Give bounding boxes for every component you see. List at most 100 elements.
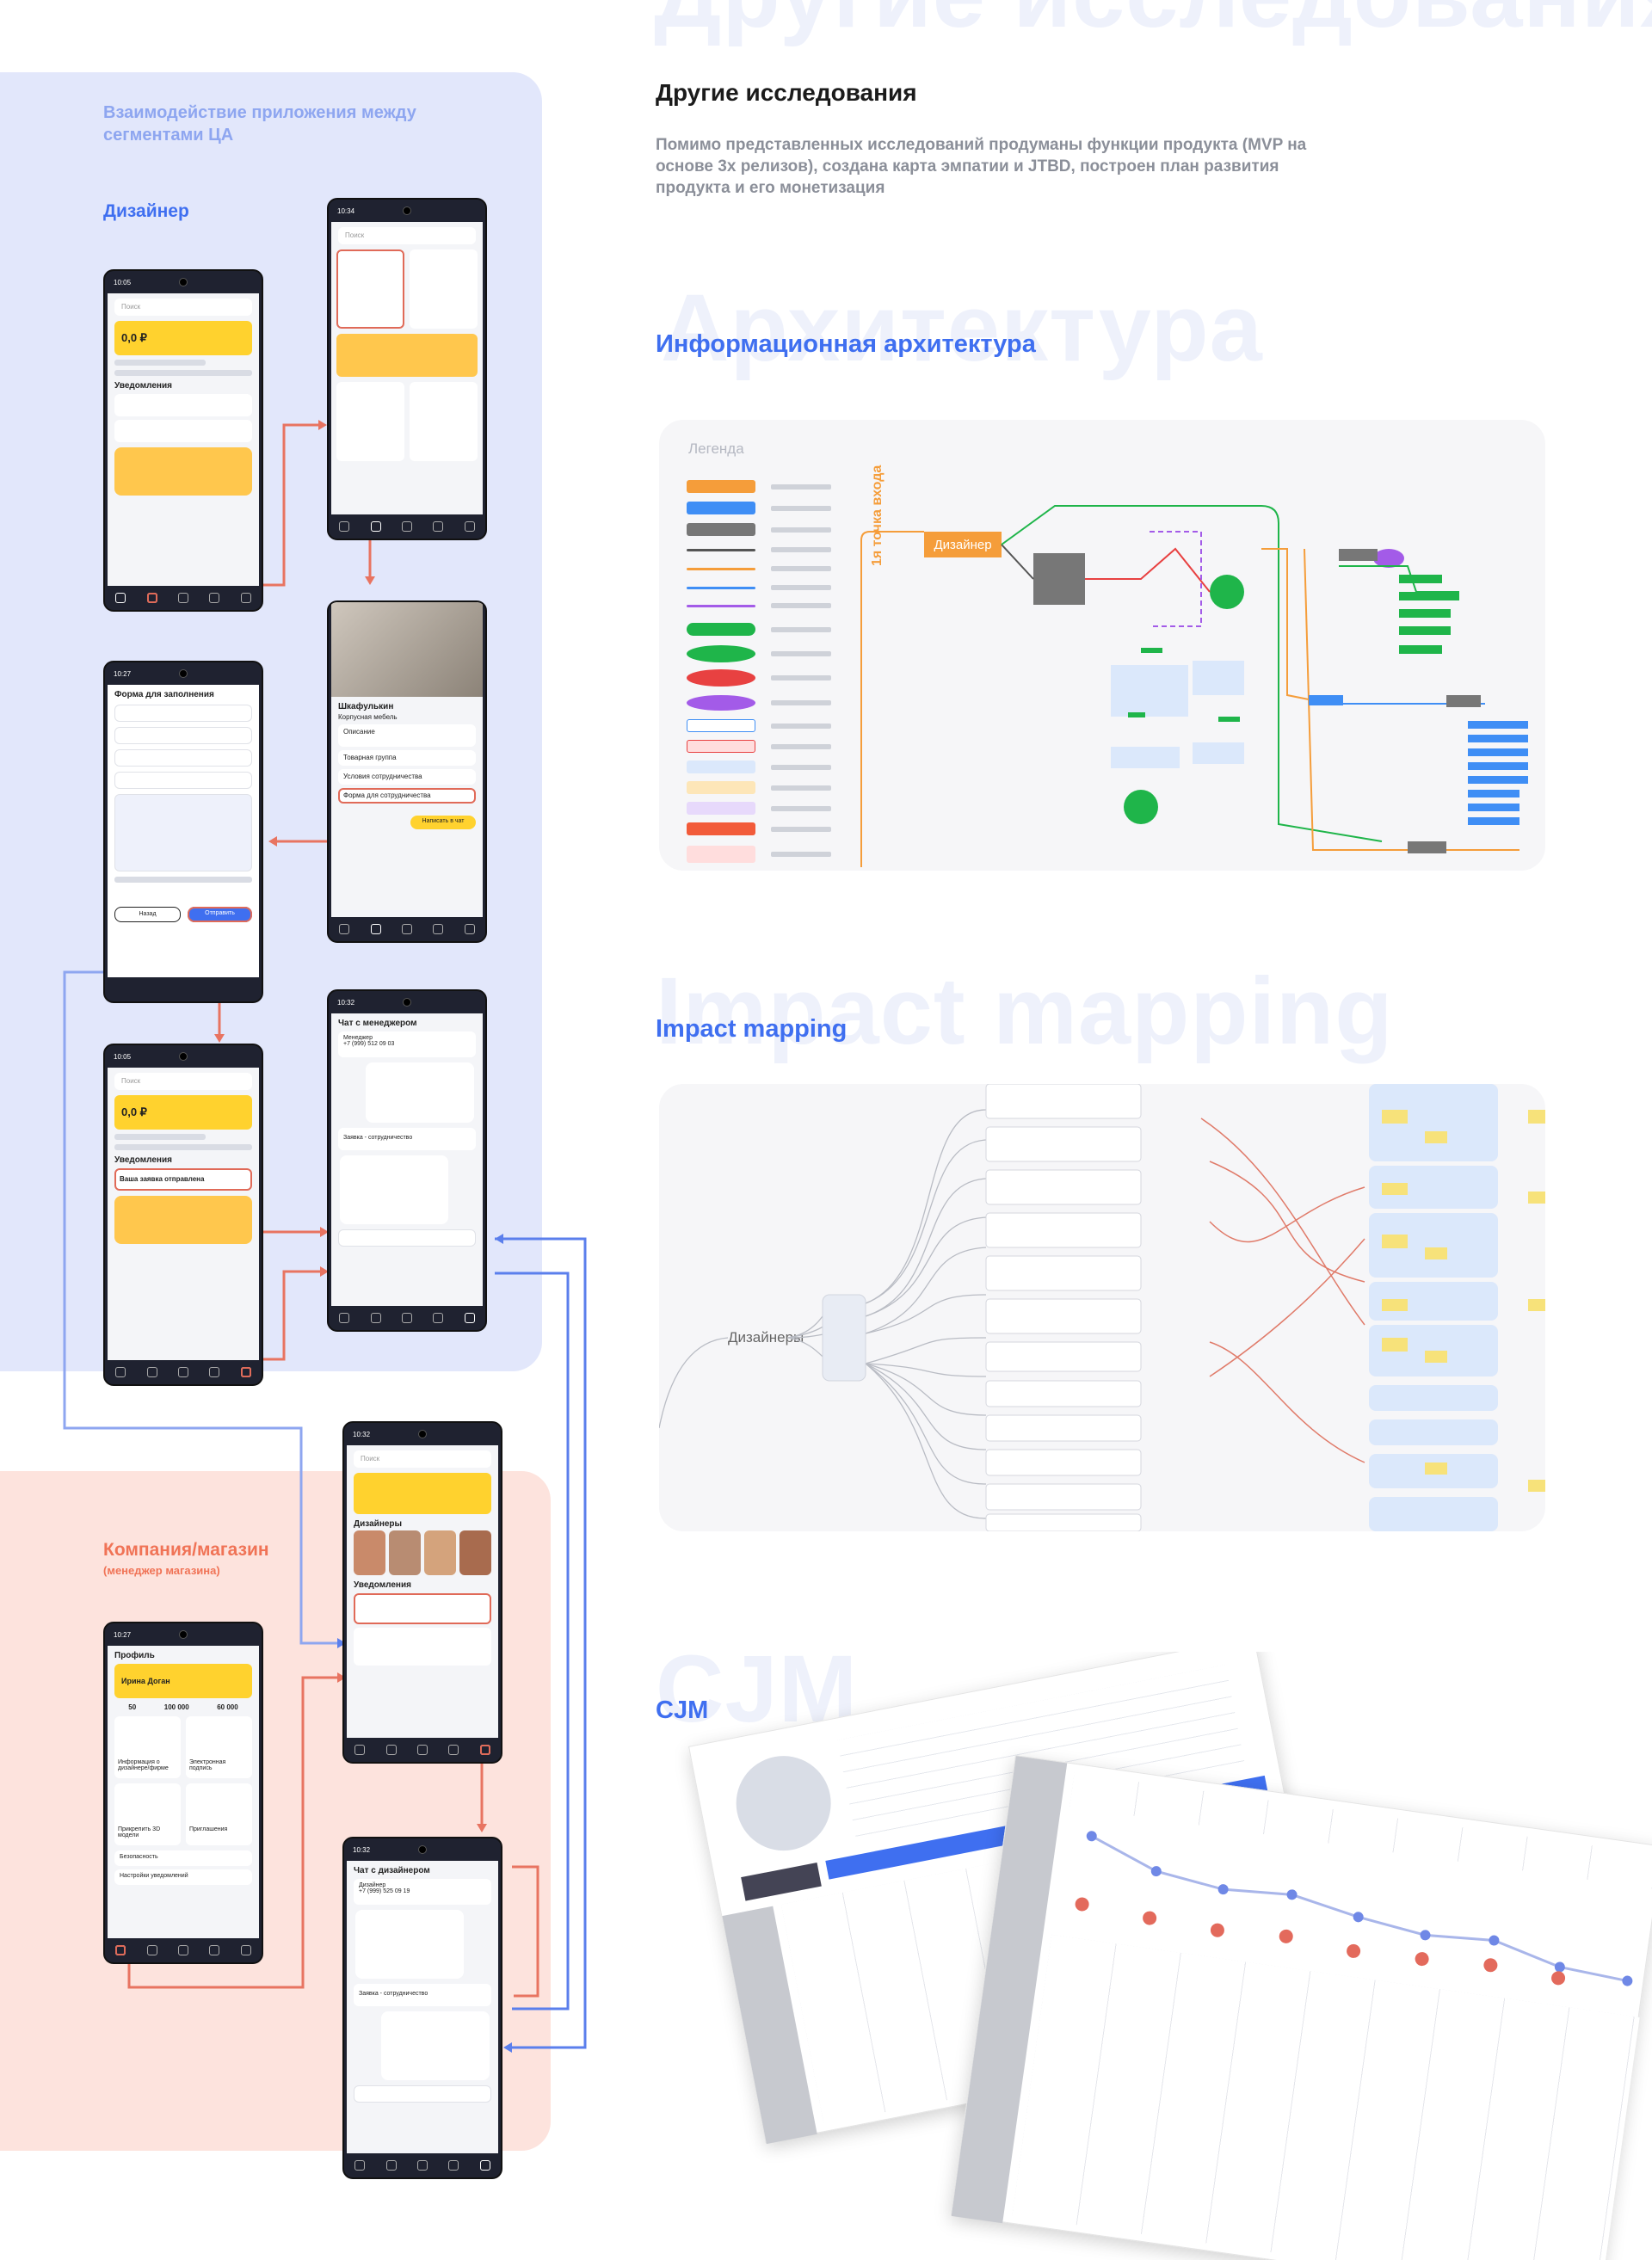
balance-card[interactable]: 0,0 ₽ xyxy=(114,1095,252,1130)
submit-button[interactable]: Отправить xyxy=(188,907,252,922)
store-row-products[interactable]: Товарная группа xyxy=(338,750,476,766)
bookmark-icon[interactable] xyxy=(433,521,444,532)
bookmark-icon[interactable] xyxy=(448,1745,459,1755)
docs-icon[interactable] xyxy=(401,1313,412,1323)
docs-icon[interactable] xyxy=(401,924,412,934)
home-icon[interactable] xyxy=(339,1313,350,1323)
stats-card[interactable] xyxy=(354,1473,491,1514)
docs-icon[interactable] xyxy=(177,1367,188,1377)
section-title-architecture: Информационная архитектура xyxy=(656,330,1036,358)
notifications-heading: Уведомления xyxy=(114,1155,172,1165)
store-card[interactable] xyxy=(336,249,404,329)
home-icon[interactable] xyxy=(354,2160,366,2171)
notifications-heading: Уведомления xyxy=(114,381,172,391)
docs-icon[interactable] xyxy=(416,1745,428,1755)
impact-lines xyxy=(659,1084,1545,1531)
stores-icon[interactable] xyxy=(385,1745,397,1755)
notification-item[interactable] xyxy=(114,420,252,442)
name-field[interactable] xyxy=(114,705,252,722)
chat-button[interactable]: Написать в чат xyxy=(410,816,476,829)
message-input[interactable] xyxy=(354,2085,491,2103)
store-card[interactable] xyxy=(336,382,404,461)
bookmark-icon[interactable] xyxy=(209,593,220,603)
notification-item[interactable] xyxy=(114,394,252,416)
stores-icon[interactable] xyxy=(146,1945,157,1955)
promo-banner[interactable] xyxy=(114,447,252,496)
phone-designer-home: 10:05 Поиск 0,0 ₽ Уведомления xyxy=(103,269,263,612)
bookmark-icon[interactable] xyxy=(433,924,444,934)
home-icon[interactable] xyxy=(115,1945,126,1955)
stat-c: 60 000 xyxy=(217,1703,238,1711)
notification-item[interactable] xyxy=(354,1628,491,1666)
comment-field[interactable] xyxy=(114,794,252,871)
stores-icon[interactable] xyxy=(146,593,157,603)
store-card[interactable] xyxy=(410,249,478,329)
designer-avatar[interactable] xyxy=(389,1530,421,1575)
home-icon[interactable] xyxy=(339,521,350,532)
profile-card[interactable]: Ирина Доган xyxy=(114,1664,252,1698)
store-row-terms[interactable]: Условия сотрудничества xyxy=(338,769,476,785)
promo-banner[interactable] xyxy=(114,1196,252,1244)
ghost-architecture: Архитектура xyxy=(661,275,1263,381)
chat-icon[interactable] xyxy=(464,1313,475,1323)
cjm-sheet-front xyxy=(950,1755,1652,2260)
promo-banner[interactable] xyxy=(336,334,478,377)
chat-icon[interactable] xyxy=(464,924,475,934)
page-title: Другие исследования xyxy=(656,79,917,106)
home-icon[interactable] xyxy=(354,1745,366,1755)
contact-card[interactable]: Менеджер+7 (999) 512 09 03 xyxy=(338,1031,476,1057)
phone-chat-designer: 10:32 Чат с дизайнером Дизайнер+7 (999) … xyxy=(342,1837,502,2179)
designer-avatar[interactable] xyxy=(354,1530,385,1575)
store-row-form[interactable]: Форма для сотрудничества xyxy=(338,788,476,804)
home-icon[interactable] xyxy=(115,1367,126,1377)
contact-card[interactable]: Дизайнер+7 (999) 525 09 19 xyxy=(354,1879,491,1905)
status-time: 10:32 xyxy=(337,998,355,1007)
docs-icon[interactable] xyxy=(401,521,412,532)
chat-icon[interactable] xyxy=(479,1745,490,1755)
home-icon[interactable] xyxy=(339,924,350,934)
balance-card[interactable]: 0,0 ₽ xyxy=(114,321,252,355)
chat-icon[interactable] xyxy=(240,1367,251,1377)
request-attachment[interactable]: Заявка - сотрудничество xyxy=(338,1128,476,1150)
notification-settings-row[interactable]: Настройки уведомлений xyxy=(114,1869,252,1885)
email-field[interactable] xyxy=(114,749,252,767)
notification-sent[interactable]: Ваша заявка отправлена xyxy=(114,1168,252,1191)
models-tile[interactable]: Прикрепить 3D модели xyxy=(114,1783,181,1845)
stores-icon[interactable] xyxy=(370,521,381,532)
stores-icon[interactable] xyxy=(370,1313,381,1323)
designer-avatar[interactable] xyxy=(459,1530,491,1575)
search-input[interactable]: Поиск xyxy=(114,1073,252,1090)
signature-tile[interactable]: Электронная подпись xyxy=(186,1716,252,1778)
search-input[interactable]: Поиск xyxy=(338,227,476,244)
stores-icon[interactable] xyxy=(370,924,381,934)
search-input[interactable]: Поиск xyxy=(354,1450,491,1468)
phone-store-page: Шкафулькин Корпусная мебель Описание Тов… xyxy=(327,600,487,943)
store-card[interactable] xyxy=(410,382,478,461)
chat-icon[interactable] xyxy=(479,2160,490,2171)
notification-request[interactable] xyxy=(354,1593,491,1624)
security-row[interactable]: Безопасность xyxy=(114,1850,252,1866)
designer-avatar[interactable] xyxy=(424,1530,456,1575)
invites-tile[interactable]: Приглашения xyxy=(186,1783,252,1845)
bookmark-icon[interactable] xyxy=(209,1367,220,1377)
phone-field[interactable] xyxy=(114,727,252,744)
docs-icon[interactable] xyxy=(177,1945,188,1955)
bookmark-icon[interactable] xyxy=(433,1313,444,1323)
info-tile[interactable]: Информация о дизайнере/фирме xyxy=(114,1716,181,1778)
message-input[interactable] xyxy=(338,1229,476,1247)
docs-icon[interactable] xyxy=(416,2160,428,2171)
stores-icon[interactable] xyxy=(385,2160,397,2171)
back-button[interactable]: Назад xyxy=(114,907,181,922)
bookmark-icon[interactable] xyxy=(209,1945,220,1955)
stores-icon[interactable] xyxy=(146,1367,157,1377)
city-field[interactable] xyxy=(114,772,252,789)
chat-icon[interactable] xyxy=(240,1945,251,1955)
chat-icon[interactable] xyxy=(464,521,475,532)
chat-icon[interactable] xyxy=(240,593,251,603)
bookmark-icon[interactable] xyxy=(448,2160,459,2171)
docs-icon[interactable] xyxy=(177,593,188,603)
request-attachment[interactable]: Заявка - сотрудничество xyxy=(354,1984,491,2006)
search-input[interactable]: Поиск xyxy=(114,299,252,316)
store-description[interactable]: Описание xyxy=(338,724,476,747)
home-icon[interactable] xyxy=(115,593,126,603)
